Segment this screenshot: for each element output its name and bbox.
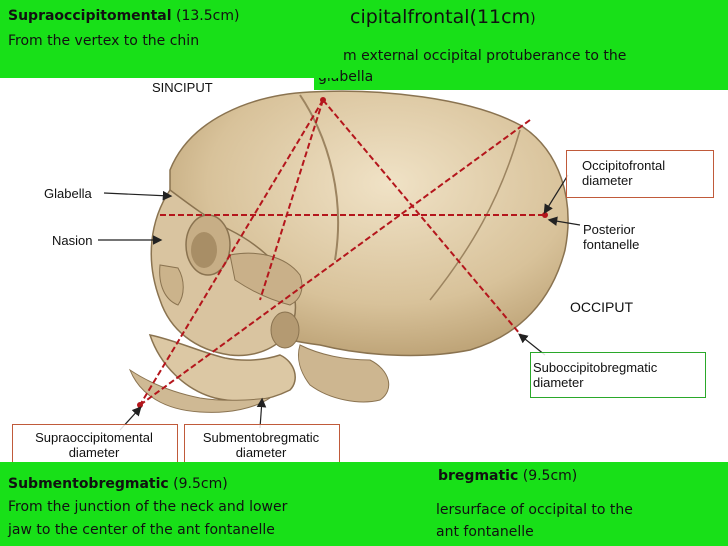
nasal-bone [159, 264, 184, 306]
suboccipitobregmatic-diameter-line2: diameter [533, 375, 584, 390]
supraoccipitomental-measure: (13.5cm) [176, 8, 240, 24]
supraoccipitomental-diameter-box [12, 424, 178, 466]
suboccipitobregmatic-definition-box: bregmatic (9.5cm) lersurface of occipita… [432, 462, 728, 546]
bregma-to-occiput-line [322, 99, 526, 341]
occipitofrontal-diameter-label: Occipitofrontal diameter [582, 158, 665, 188]
occipitofrontal-arrow [543, 174, 569, 215]
occipitofrontal-definition-box: cipitalfrontal(11cm) m external occipita… [314, 0, 728, 90]
submentobregmatic-diameter-label: Submentobregmatic diameter [188, 430, 334, 460]
label-nasion: Nasion [52, 233, 93, 248]
posterior-fontanelle-arrow [547, 216, 581, 226]
cervical-vertebra [297, 344, 390, 403]
label-posterior-fontanelle: Posterior fontanelle [583, 222, 639, 252]
suboccipitobregmatic-diameter-box [530, 352, 706, 398]
occipitofrontal-diameter-line1: Occipitofrontal [582, 158, 666, 173]
submentobregmatic-definition-box: Submentobregmatic (9.5cm) From the junct… [0, 462, 436, 546]
occipitofrontal-diameter-box [566, 150, 714, 198]
supraoccipitomental-diameter-line2: diameter [68, 445, 120, 460]
glabella-arrow [103, 190, 173, 201]
submentobregmatic-diameter-line2: diameter [235, 445, 287, 460]
suboccipitobregmatic-diameter-line1: Suboccipitobregmatic [533, 360, 658, 375]
coronal-suture [299, 94, 340, 261]
lambdoid-suture [429, 129, 521, 301]
zygomatic [229, 252, 303, 306]
submentobregmatic-arrow [256, 397, 267, 429]
occipitofrontal-diameter-line2: diameter [582, 173, 633, 188]
bregma-point [320, 97, 326, 103]
occipitofrontal-title: cipitalfrontal(11cm [350, 6, 531, 28]
submentobregmatic-desc-line2: jaw to the center of the ant fontanelle [8, 522, 275, 538]
suboccipitobregmatic-desc-line2: ant fontanelle [436, 524, 534, 540]
suboccipitobregmatic-title: bregmatic [438, 468, 519, 484]
ear-canal [270, 311, 300, 349]
mandible-lower [128, 368, 271, 413]
chin-point [137, 402, 143, 408]
submentobregmatic-desc-line1: From the junction of the neck and lower [8, 499, 288, 515]
supraoccipitomental-title: Supraoccipitomental [8, 8, 172, 24]
supraoccipitomental-desc: From the vertex to the chin [8, 33, 200, 49]
orbit-inner [191, 232, 217, 268]
label-occiput: OCCIPUT [570, 299, 633, 315]
occipitofrontal-title-paren: ) [530, 11, 536, 27]
label-glabella: Glabella [44, 186, 92, 201]
label-sinciput: SINCIPUT [152, 80, 213, 95]
suboccipitobregmatic-desc-line1: lersurface of occipital to the [436, 502, 633, 518]
supraoccipitomental-definition-box: Supraoccipitomental (13.5cm) From the ve… [0, 0, 338, 78]
occiput-point [542, 212, 548, 218]
label-posterior-fontanelle-line1: Posterior [583, 222, 636, 237]
suboccipitobregmatic-arrow [518, 333, 546, 356]
mandible [148, 334, 296, 403]
supraoccipitomental-diameter-line1: Supraoccipitomental [35, 430, 153, 445]
supraoccipitomental-diameter-label: Supraoccipitomental diameter [24, 430, 164, 460]
suboccipitobregmatic-diameter-label: Suboccipitobregmatic diameter [533, 360, 657, 390]
submentobregmatic-title: Submentobregmatic [8, 476, 169, 492]
submentobregmatic-diameter-line1: Submentobregmatic [202, 430, 320, 445]
submentobregmatic-measure: (9.5cm) [173, 476, 228, 492]
supraoccipitomental-line [139, 99, 324, 406]
submentobregmatic-line [259, 99, 324, 301]
occipitofrontal-desc-line1: m external occipital protuberance to the [343, 48, 627, 64]
label-posterior-fontanelle-line2: fontanelle [583, 237, 640, 252]
suboccipitobregmatic-measure: (9.5cm) [522, 468, 578, 484]
